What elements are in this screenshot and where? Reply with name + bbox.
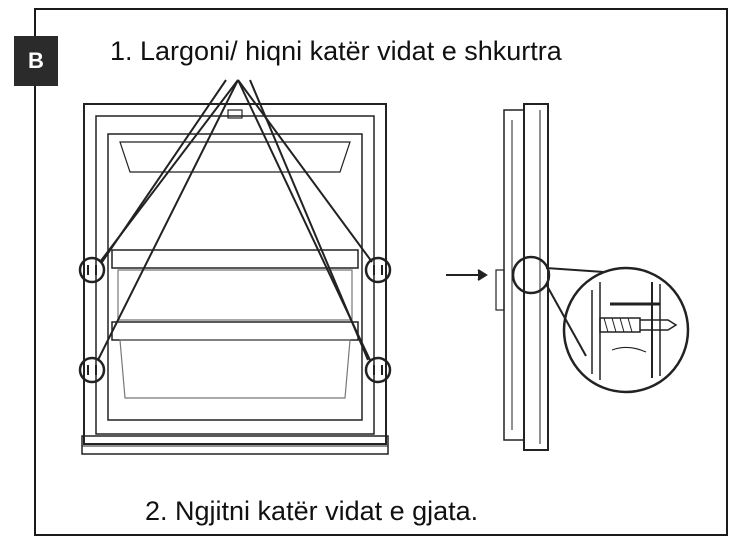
step-1-instruction: 1. Largoni/ hiqni katër vidat e shkurtra bbox=[110, 36, 562, 66]
screw-marker-top-left bbox=[78, 256, 106, 284]
door-front-view bbox=[81, 103, 389, 455]
detail-marker bbox=[511, 255, 551, 295]
screw-marker-top-right bbox=[364, 256, 392, 284]
screw-marker-bottom-right bbox=[364, 356, 392, 384]
screw-markers bbox=[78, 256, 392, 384]
diagram-frame bbox=[34, 8, 728, 536]
screw-marker-bottom-left bbox=[78, 356, 106, 384]
zoomed-detail bbox=[562, 266, 690, 394]
insert-arrow bbox=[446, 269, 488, 281]
pointer-lines bbox=[97, 79, 373, 361]
step-2-instruction: 2. Ngjitni katër vidat e gjata. bbox=[145, 496, 479, 526]
door-side-view bbox=[495, 103, 549, 451]
step-badge: B bbox=[14, 36, 58, 86]
detail-leader-lines bbox=[545, 267, 605, 357]
